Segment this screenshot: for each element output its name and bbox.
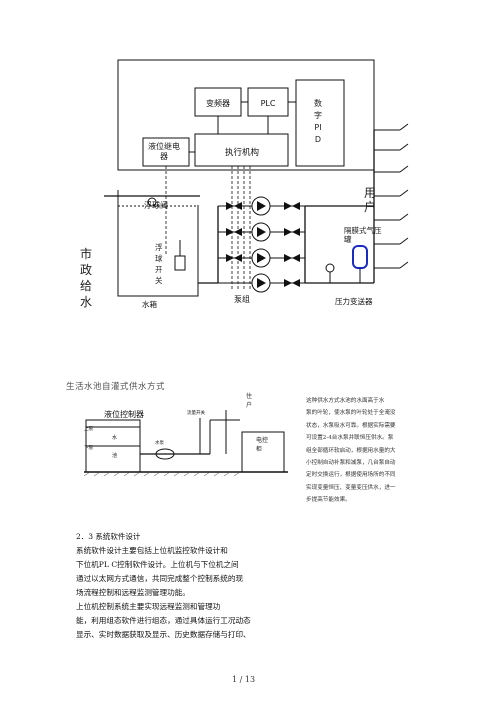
side-line: 可设置2-4台水泵并联恒压供水。泵: [306, 435, 394, 442]
side-line: 这种供水方式水池的水面高于水: [306, 398, 385, 404]
control-cabinet-shape: [241, 431, 285, 473]
pid-label: 数字PID: [314, 99, 322, 144]
body-line: 下位机PL C控制软件设计。上位机与下位机之间: [76, 560, 239, 569]
tank-label: 水箱: [142, 299, 157, 309]
pump-shape: [155, 448, 175, 460]
pump-group-label: 泵组: [234, 294, 250, 304]
body-line: 场流程控制和远程监测管理功能。: [76, 588, 190, 597]
diaphragm-tank-shape: [352, 245, 368, 269]
control-cabinet-label: 电控柜: [256, 437, 269, 453]
side-line: 状态，水泵吸水可靠。根据实际需要: [306, 422, 396, 429]
actuator-block: [194, 133, 289, 167]
municipal-supply-label: 市政给水: [80, 247, 93, 309]
side-paragraph: 这种供水方式水池的水面高于水 泵的叶轮，使水泵的叶轮处于全淹没 状态，水泵吸水可…: [306, 395, 426, 507]
plc-label: PLC: [261, 99, 276, 108]
side-line: 泵的叶轮，使水泵的叶轮处于全淹没: [306, 410, 396, 417]
pid-block: [295, 79, 345, 167]
side-line: 组全部循环软启动，根据用水量的大: [306, 447, 396, 454]
body-line: 显示、实时数据获取及显示、历史数据存储与打印、: [76, 630, 251, 639]
section-title: 2．3 系统软件设计: [76, 532, 141, 541]
high-level-label: 上限: [84, 425, 93, 432]
pressure-transmitter-label: 压力变送器: [335, 296, 373, 306]
water-supply-system-diagram: 变频器 PLC 执行机构 浮球阀 泵组 压力变送器 水箱: [104, 59, 409, 309]
control-frame: [117, 59, 375, 171]
user-label: 用户: [364, 186, 377, 214]
level-controller-label: 液位控制器: [104, 409, 144, 419]
pump-group: [218, 196, 305, 293]
pump-label: 水泵: [155, 439, 164, 446]
side-line: 小控制自动补泵和减泵，几台泵自动: [306, 460, 396, 467]
body-line: 系统软件设计主要包括上位机监控软件设计和: [76, 546, 228, 555]
float-valve-label: 浮球阀: [144, 200, 168, 210]
float-switch-label: 浮球开关: [155, 243, 163, 285]
water-tank: [117, 190, 199, 297]
level-relay-label: 液位继电器: [148, 142, 180, 161]
pool-shape: [85, 419, 141, 473]
resident-label: 住户: [246, 393, 253, 409]
inverter-label: 变频器: [206, 98, 230, 108]
figure-caption: 生活水池自灌式供水方式: [66, 382, 166, 392]
body-line: 通过以太网方式通信，共同完成整个控制系统的现: [76, 574, 244, 583]
actuator-label: 执行机构: [225, 147, 259, 158]
pool-label: 池: [112, 452, 117, 459]
body-line: 上位机控制系统主要实现远程监测和管理功: [76, 602, 221, 611]
diaphragm-tank-label: 隔膜式气压罐: [344, 226, 382, 244]
side-line: 实现变量恒压、变量变压供水，进一: [306, 484, 396, 491]
page-number: 1 / 13: [232, 675, 256, 684]
water-label: 水: [112, 434, 117, 441]
body-line: 能，利用组态软件进行组态，通过具体运行工况动态: [76, 616, 251, 625]
side-line: 步提高节能效果。: [306, 497, 351, 504]
side-line: 定时交换运行，根据使用场所的不同: [306, 472, 396, 479]
low-level-label: 下限: [84, 444, 93, 451]
tank-gravity-supply-diagram: 液位控制器 上限 下限 水 池 水泵 流量开关: [83, 409, 288, 477]
flow-switch-label: 流量开关: [187, 409, 205, 416]
